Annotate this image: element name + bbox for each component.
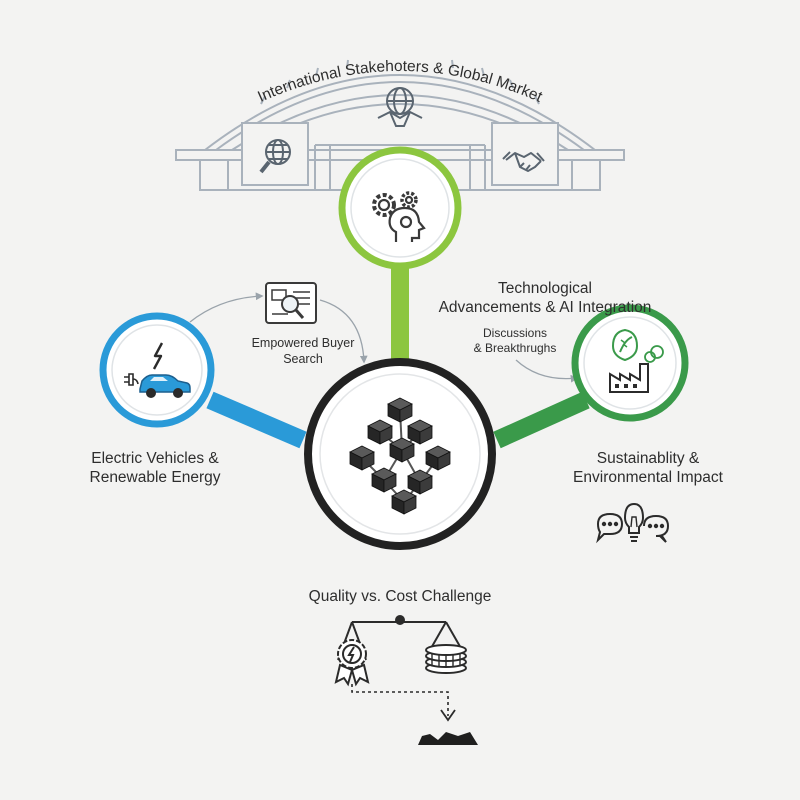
electric-vehicles-label: Electric Vehicles & Renewable Energy xyxy=(55,449,255,488)
cube xyxy=(387,397,413,423)
speech-bubbles-lightbulb-icon xyxy=(596,502,670,544)
electric-car-icon xyxy=(124,342,191,398)
electric-vehicles-line1: Electric Vehicles & xyxy=(91,450,219,467)
quality-cost-label: Quality vs. Cost Challenge xyxy=(250,587,550,606)
sustainability-node xyxy=(571,304,689,422)
technology-label: Technological Advancements & AI Integrat… xyxy=(385,279,705,318)
down-arrow-icon xyxy=(440,709,456,722)
award-ribbon-icon xyxy=(334,639,370,687)
factory-leaf-icon xyxy=(609,328,664,393)
discussions-label: Discussions & Breakthrughs xyxy=(445,326,585,356)
sustainability-connector xyxy=(493,391,590,449)
sustainability-line2: Environmental Impact xyxy=(573,469,723,487)
technology-label-line1: Technological xyxy=(498,280,592,297)
sustainability-line1: Sustainablity & xyxy=(596,450,700,467)
buyer-search-line2: Search xyxy=(283,351,323,366)
quality-cost-text: Quality vs. Cost Challenge xyxy=(308,588,492,605)
pit-icon xyxy=(418,732,478,745)
cube xyxy=(367,419,393,445)
cube xyxy=(407,419,433,445)
buyer-search-line1: Empowered Buyer xyxy=(251,336,355,350)
cube xyxy=(349,445,375,471)
globe-handshake-icon xyxy=(377,87,423,127)
arch-left-panel xyxy=(241,122,309,186)
cube xyxy=(425,445,451,471)
electric-vehicles-line2: Renewable Energy xyxy=(89,469,221,487)
search-document-icon xyxy=(265,282,317,324)
buyer-search-arrow-out xyxy=(319,299,368,364)
electric-vehicles-node xyxy=(99,312,215,428)
ev-connector xyxy=(206,391,307,449)
buyer-search-label: Empowered Buyer Search xyxy=(228,336,378,367)
buyer-search-arrow-in xyxy=(189,292,264,323)
coin-stack-icon xyxy=(425,644,467,674)
cube xyxy=(371,467,397,493)
discussions-line2: & Breakthrughs xyxy=(473,341,557,355)
handshake-icon xyxy=(502,151,545,172)
sustainability-label: Sustainablity & Environmental Impact xyxy=(548,449,748,488)
cube xyxy=(391,489,417,515)
technology-label-line2: Advancements & AI Integration xyxy=(438,299,652,317)
discussions-line1: Discussions xyxy=(482,326,548,340)
gears-head-icon xyxy=(372,191,426,242)
network-cubes-icon xyxy=(349,397,451,515)
globe-search-icon xyxy=(259,139,291,174)
pit-dotted-path xyxy=(351,684,449,716)
discussions-arrow xyxy=(515,359,579,383)
cube xyxy=(407,469,433,495)
arch-right-panel xyxy=(491,122,559,186)
cube xyxy=(389,437,415,463)
